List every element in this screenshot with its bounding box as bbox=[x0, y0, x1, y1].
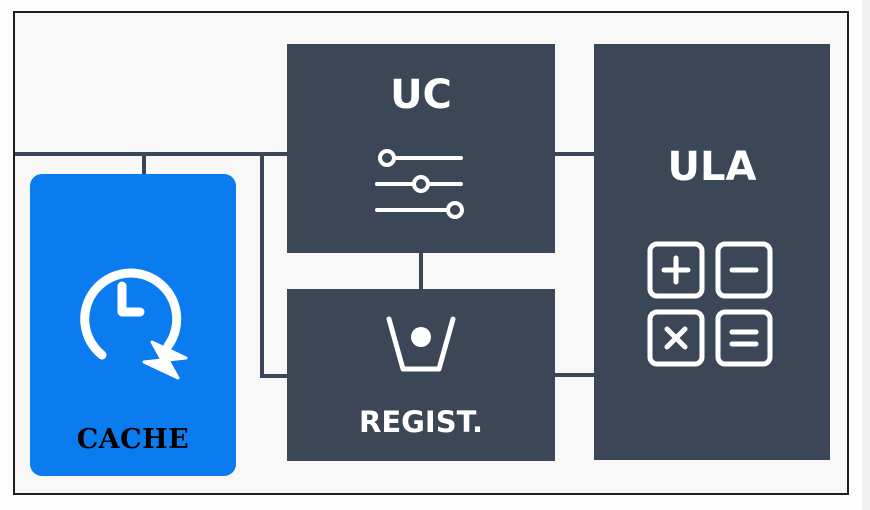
uc-block: UC bbox=[287, 44, 555, 253]
container-icon bbox=[386, 316, 456, 372]
wire-cache-drop bbox=[142, 152, 146, 174]
sliders-icon bbox=[375, 149, 464, 219]
wire-bus-horizontal bbox=[15, 152, 287, 156]
wire-to-regist bbox=[260, 374, 287, 378]
ula-block: ULA bbox=[594, 44, 830, 460]
calculator-icon bbox=[647, 241, 773, 367]
wire-bus-vertical bbox=[260, 152, 264, 378]
cache-block bbox=[30, 174, 236, 476]
wire-regist-ula bbox=[555, 373, 594, 377]
uc-label: UC bbox=[390, 72, 452, 118]
ula-label: ULA bbox=[667, 144, 757, 190]
regist-block: REGIST. bbox=[287, 289, 555, 461]
clock-lightning-icon bbox=[80, 268, 188, 380]
wire-uc-regist bbox=[419, 253, 423, 289]
cache-label: CACHE bbox=[76, 424, 190, 455]
page-edge-shade bbox=[862, 0, 870, 510]
wire-uc-ula bbox=[555, 152, 594, 156]
regist-label: REGIST. bbox=[358, 405, 483, 439]
